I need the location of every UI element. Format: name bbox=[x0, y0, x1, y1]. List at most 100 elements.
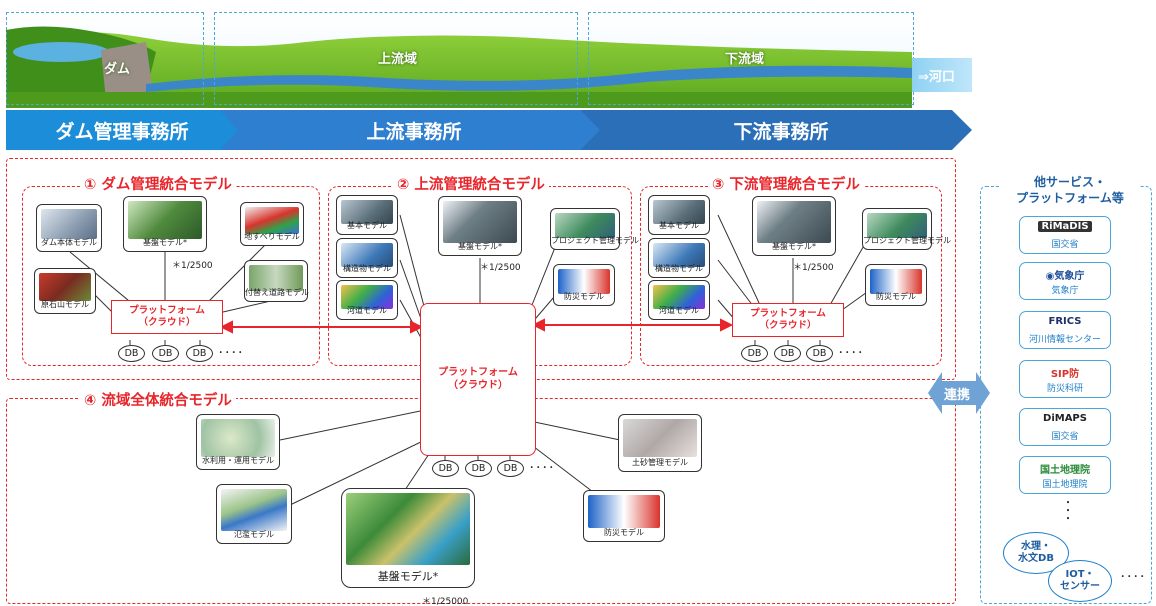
section1-db-1: DB bbox=[118, 345, 145, 362]
s4-foundation-model-card: 基盤モデル* bbox=[341, 488, 475, 588]
relocated-road-model-image bbox=[249, 265, 303, 291]
service-jma: ◉気象庁 気象庁 bbox=[1019, 262, 1111, 300]
hydrology-db-line1: 水理・ bbox=[1021, 541, 1051, 552]
section1-scale-note: ＊1/2500 bbox=[172, 261, 213, 271]
s4-disaster-model-card: 防災モデル bbox=[583, 490, 665, 542]
dam-label: ダム bbox=[104, 62, 131, 77]
section1-db-2: DB bbox=[152, 345, 179, 362]
foundation-model-image-1 bbox=[128, 201, 202, 239]
services-vertical-dots: ・・・ bbox=[1063, 498, 1073, 525]
section3-db-3: DB bbox=[806, 345, 833, 362]
s4-disaster-model-caption: 防災モデル bbox=[604, 528, 644, 537]
s2-basic-model-caption: 基本モデル bbox=[347, 221, 387, 230]
relocated-road-model-caption: 付替え道路モデル bbox=[245, 288, 309, 297]
section4-title: ④ 流域全体統合モデル bbox=[80, 389, 236, 410]
section3-scale-note: ＊1/2500 bbox=[793, 263, 834, 273]
service-gsi-org: 国土地理院 bbox=[1042, 480, 1088, 490]
s4-foundation-model-caption: 基盤モデル* bbox=[377, 570, 439, 583]
landslide-model-card: 地すべりモデル bbox=[240, 202, 304, 246]
s2-disaster-model-card: 防災モデル bbox=[553, 264, 615, 306]
service-sip: SIP防 防災科研 bbox=[1019, 360, 1111, 398]
s3-structure-model-image bbox=[653, 243, 705, 267]
quarry-model-card: 原石山モデル bbox=[34, 268, 96, 314]
section1-title: ① ダム管理統合モデル bbox=[80, 173, 236, 194]
dam-zone-frame bbox=[6, 12, 204, 105]
service-dimaps: DiMAPS 国交省 bbox=[1019, 408, 1111, 446]
flood-model-image bbox=[221, 489, 287, 531]
s2-project-mgmt-model-caption: プロジェクト管理モデル bbox=[551, 236, 639, 245]
flood-model-card: 氾濫モデル bbox=[216, 484, 292, 544]
s3-disaster-model-caption: 防災モデル bbox=[876, 292, 916, 301]
estuary: ⇒河口 bbox=[912, 58, 972, 92]
service-jma-logo: ◉気象庁 bbox=[1045, 271, 1085, 282]
s3-basic-model-caption: 基本モデル bbox=[659, 221, 699, 230]
s4-foundation-model-image bbox=[346, 493, 470, 565]
service-jma-org: 気象庁 bbox=[1051, 286, 1079, 296]
water-use-model-card: 水利用・運用モデル bbox=[196, 414, 280, 470]
s2-basic-model-card: 基本モデル bbox=[336, 195, 398, 235]
dam-body-model-image bbox=[41, 209, 97, 239]
sediment-model-caption: 土砂管理モデル bbox=[632, 458, 688, 467]
s2-structure-model-card: 構造物モデル bbox=[336, 238, 398, 278]
iot-sensor-bubble: IOT・センサー bbox=[1048, 560, 1112, 602]
link-label: 連携 bbox=[944, 388, 971, 403]
section3-more: ････ bbox=[838, 346, 864, 359]
water-use-model-image bbox=[201, 419, 275, 457]
office-upstream-chevron: 上流事務所 bbox=[208, 110, 600, 150]
s3-basic-model-card: 基本モデル bbox=[648, 195, 710, 235]
section4-scale-note: ＊1/25000 bbox=[422, 597, 469, 606]
service-rimadis: RiMaDIS 国交省 bbox=[1019, 216, 1111, 254]
section1-platform-label: プラットフォーム bbox=[129, 305, 205, 317]
landslide-model-image bbox=[245, 207, 299, 234]
sediment-model-card: 土砂管理モデル bbox=[618, 414, 702, 472]
foundation-model-caption-1: 基盤モデル* bbox=[143, 238, 187, 247]
office-dam-label: ダム管理事務所 bbox=[55, 120, 189, 143]
section3-title: ③ 下流管理統合モデル bbox=[708, 173, 864, 194]
services-more: ････ bbox=[1120, 570, 1146, 583]
section3-db-1: DB bbox=[741, 345, 768, 362]
link-arrow-icon bbox=[928, 372, 990, 414]
s2-channel-model-image bbox=[341, 285, 393, 309]
service-rimadis-logo: RiMaDIS bbox=[1038, 221, 1092, 232]
s2-disaster-model-caption: 防災モデル bbox=[564, 292, 604, 301]
s2-foundation-model-image bbox=[443, 201, 517, 243]
foundation-model-card-1: 基盤モデル* bbox=[123, 196, 207, 252]
upstream-label: 上流域 bbox=[378, 52, 418, 67]
hydrology-db-line2: 水文DB bbox=[1018, 553, 1054, 564]
s3-project-mgmt-model-card: プロジェクト管理モデル bbox=[862, 208, 951, 250]
water-use-model-caption: 水利用・運用モデル bbox=[202, 456, 274, 465]
service-dimaps-org: 国交省 bbox=[1051, 432, 1079, 442]
central-more: ････ bbox=[529, 461, 555, 474]
service-rimadis-org: 国交省 bbox=[1051, 240, 1079, 250]
iot-sensor-line2: センサー bbox=[1060, 581, 1100, 592]
relocated-road-model-card: 付替え道路モデル bbox=[244, 260, 309, 302]
s2-project-mgmt-model-card: プロジェクト管理モデル bbox=[550, 208, 639, 250]
s2-basic-model-image bbox=[341, 200, 393, 224]
s2-channel-model-card: 河道モデル bbox=[336, 280, 398, 320]
s3-basic-model-image bbox=[653, 200, 705, 224]
service-sip-org: 防災科研 bbox=[1046, 384, 1083, 394]
service-frics-logo: FRICS bbox=[1048, 316, 1082, 327]
service-frics-org: 河川情報センター bbox=[1028, 335, 1101, 345]
upstream-zone-frame bbox=[214, 12, 578, 105]
quarry-model-caption: 原石山モデル bbox=[41, 300, 89, 309]
s2-foundation-model-card: 基盤モデル* bbox=[438, 196, 522, 256]
service-gsi: 国土地理院 国土地理院 bbox=[1019, 456, 1111, 494]
s3-foundation-model-card: 基盤モデル* bbox=[752, 196, 836, 256]
central-platform-sub: （クラウド） bbox=[448, 379, 508, 391]
s3-foundation-model-image bbox=[757, 201, 831, 243]
office-upstream-label: 上流事務所 bbox=[366, 120, 462, 143]
central-db-1: DB bbox=[432, 460, 459, 477]
s3-channel-model-card: 河道モデル bbox=[648, 280, 710, 320]
office-dam-chevron: ダム管理事務所 bbox=[6, 110, 238, 150]
flood-model-caption: 氾濫モデル bbox=[234, 530, 274, 539]
central-platform: プラットフォーム （クラウド） bbox=[420, 303, 536, 456]
estuary-label: ⇒河口 bbox=[918, 70, 955, 85]
section3-platform-sub: （クラウド） bbox=[759, 320, 817, 331]
river-banner-illustration bbox=[6, 12, 912, 108]
other-services-title-line2: プラットフォーム等 bbox=[1016, 190, 1124, 205]
s3-structure-model-card: 構造物モデル bbox=[648, 238, 710, 278]
central-db-2: DB bbox=[465, 460, 492, 477]
s2-foundation-model-caption: 基盤モデル* bbox=[458, 242, 502, 251]
dam-body-model-caption: ダム本体モデル bbox=[41, 238, 97, 247]
